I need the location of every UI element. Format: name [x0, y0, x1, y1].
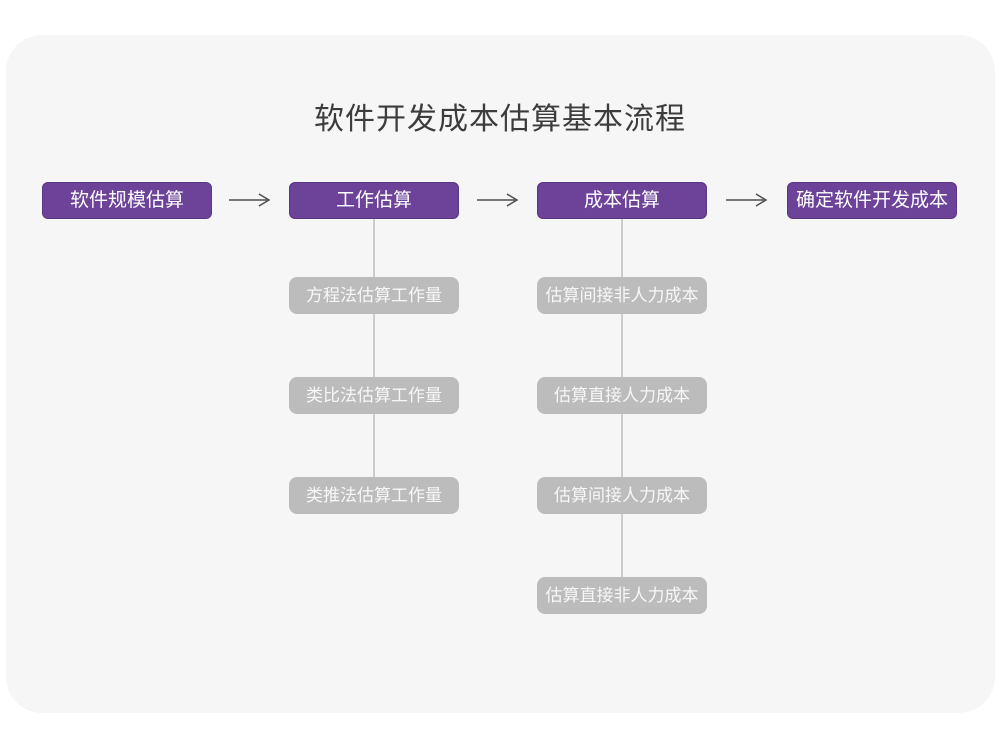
- stage-effort-estimation: 工作估算: [289, 182, 459, 219]
- stage-cost-estimation: 成本估算: [537, 182, 707, 219]
- substep-direct-labor-cost: 估算直接人力成本: [537, 377, 707, 414]
- stage-final-cost: 确定软件开发成本: [787, 182, 957, 219]
- substep-indirect-labor-cost: 估算间接人力成本: [537, 477, 707, 514]
- substep-equation-method: 方程法估算工作量: [289, 277, 459, 314]
- substep-extrapolation-method: 类推法估算工作量: [289, 477, 459, 514]
- connector-line-effort: [373, 219, 375, 481]
- stage-size-estimation: 软件规模估算: [42, 182, 212, 219]
- diagram-title: 软件开发成本估算基本流程: [314, 103, 686, 136]
- right-arrow-icon: [477, 193, 519, 207]
- substep-direct-nonlabor-cost: 估算直接非人力成本: [537, 577, 707, 614]
- diagram-card: [6, 35, 995, 713]
- substep-analogy-method: 类比法估算工作量: [289, 377, 459, 414]
- substep-indirect-nonlabor-cost: 估算间接非人力成本: [537, 277, 707, 314]
- right-arrow-icon: [726, 193, 768, 207]
- right-arrow-icon: [229, 193, 271, 207]
